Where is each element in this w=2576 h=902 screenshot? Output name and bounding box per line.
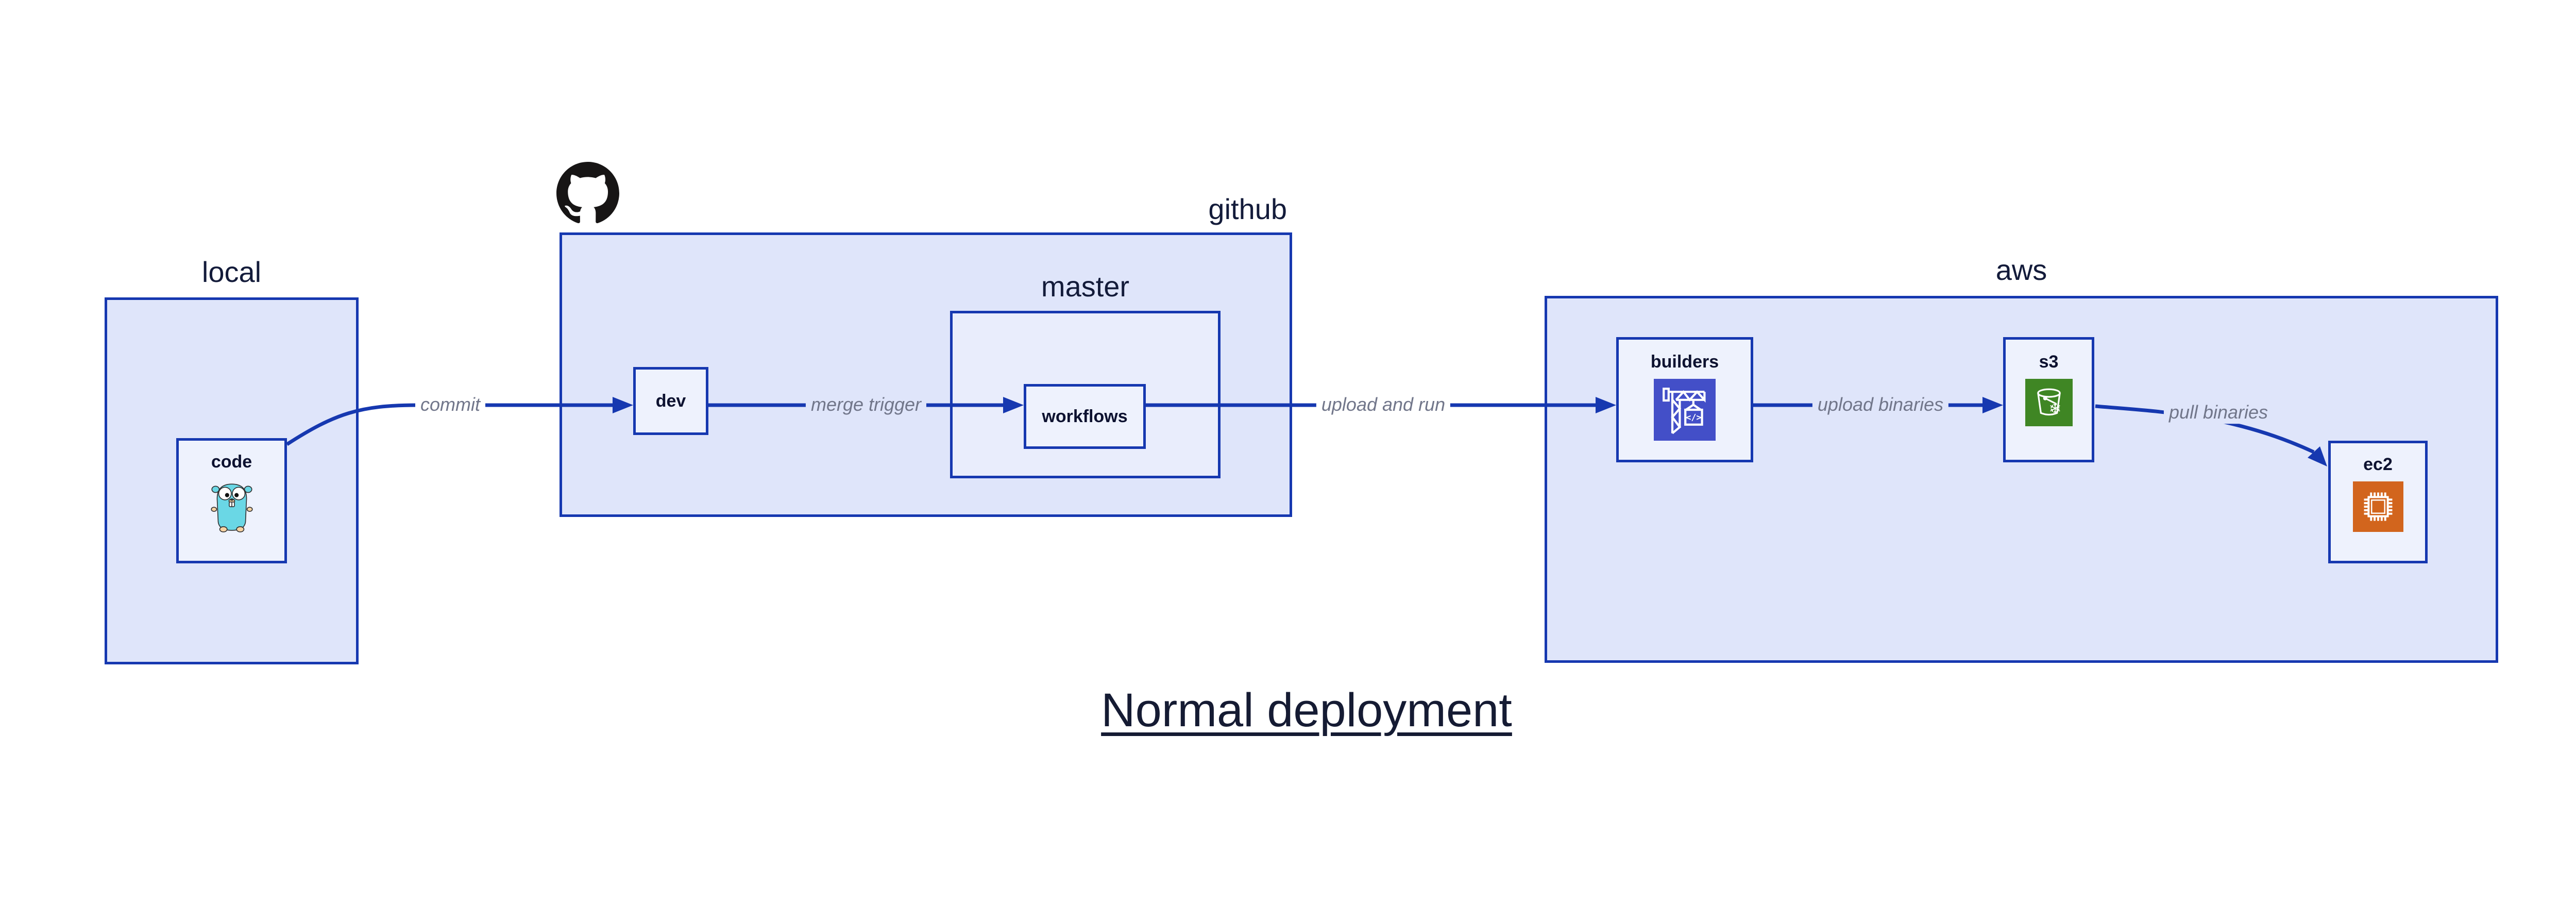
builders-node: builders </> — [1616, 337, 1753, 462]
upload-binaries-edge-label: upload binaries — [1812, 393, 1949, 416]
commit-edge-label: commit — [415, 393, 485, 416]
code-node: code — [176, 438, 287, 563]
go-gopher-icon — [210, 483, 253, 532]
workflows-node-label: workflows — [1042, 407, 1128, 426]
svg-text:</>: </> — [1686, 412, 1701, 422]
ec2-node: ec2 — [2328, 441, 2428, 563]
code-node-label: code — [211, 452, 252, 472]
aws-container-label: aws — [1995, 254, 2047, 286]
pull-binaries-edge-label: pull binaries — [2163, 401, 2274, 424]
master-container-label: master — [1041, 270, 1130, 303]
aws-ec2-chip-icon — [2352, 481, 2403, 532]
aws-codebuild-icon: </> — [1654, 379, 1716, 441]
github-container-label: github — [1208, 193, 1287, 225]
s3-node-label: s3 — [2039, 352, 2059, 372]
ec2-node-label: ec2 — [2363, 455, 2393, 474]
dev-node: dev — [633, 367, 708, 435]
merge-trigger-edge-label: merge trigger — [805, 393, 927, 416]
local-container-label: local — [201, 256, 262, 288]
svg-text:❄: ❄ — [2048, 400, 2061, 417]
s3-node: s3 ❄ — [2003, 337, 2094, 462]
workflows-node: workflows — [1024, 384, 1146, 449]
dev-node-label: dev — [655, 391, 686, 411]
diagram-title: Normal deployment — [1101, 684, 1512, 737]
upload-and-run-edge-label: upload and run — [1316, 393, 1451, 416]
aws-s3-glacier-bucket-icon: ❄ — [2025, 379, 2073, 426]
builders-node-label: builders — [1650, 352, 1719, 372]
github-octocat-logo-icon — [556, 162, 619, 223]
